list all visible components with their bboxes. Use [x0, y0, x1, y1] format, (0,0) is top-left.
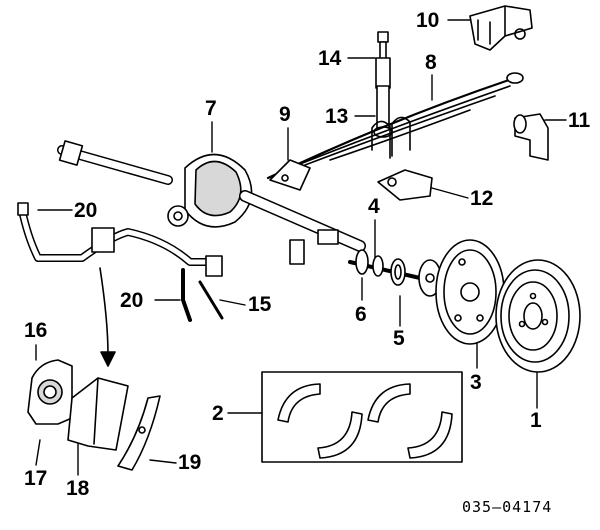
callout-9: 9: [279, 103, 291, 126]
callout-20-top: 20: [74, 199, 98, 222]
oil-seal-5: [390, 258, 406, 286]
bracket-10: [469, 5, 533, 51]
stabilizer-bar-20: [17, 202, 224, 322]
spring-seat-12: [377, 169, 433, 201]
shock-absorber-14: [373, 31, 393, 138]
callout-2: 2: [212, 402, 224, 425]
callout-10: 10: [416, 9, 440, 32]
backing-plate-3: [435, 239, 505, 345]
callout-7: 7: [205, 97, 217, 120]
bushing-bracket-16: [27, 359, 73, 425]
u-bolt-13: [371, 116, 411, 159]
callout-4: 4: [368, 195, 380, 218]
brake-drum-1: [495, 259, 581, 373]
callout-11: 11: [568, 109, 591, 132]
axle-housing-7: [57, 140, 366, 265]
callout-14: 14: [318, 47, 342, 70]
callout-6: 6: [355, 303, 367, 326]
shackle-11: [513, 113, 549, 161]
callout-1: 1: [530, 409, 542, 432]
callout-13: 13: [325, 105, 349, 128]
callout-8: 8: [425, 51, 437, 74]
callout-20-bottom: 20: [120, 289, 144, 312]
callout-12: 12: [470, 187, 494, 210]
bearing-6: [355, 249, 369, 275]
leaf-spring-8: [266, 72, 524, 180]
leader-lines: [35, 19, 567, 476]
bushing-18: [67, 377, 129, 451]
callout-16: 16: [24, 319, 48, 342]
callout-18: 18: [66, 477, 90, 500]
callout-5: 5: [393, 327, 405, 350]
callout-15: 15: [248, 293, 272, 316]
callout-19: 19: [178, 451, 202, 474]
callout-3: 3: [470, 371, 482, 394]
brake-shoe-kit-2: [261, 371, 463, 463]
reference-code: 035–04174: [462, 498, 553, 516]
detail-arrow: [99, 267, 116, 367]
callout-17: 17: [24, 467, 48, 490]
spring-plate-9: [269, 159, 311, 191]
bracket-19: [117, 395, 161, 471]
